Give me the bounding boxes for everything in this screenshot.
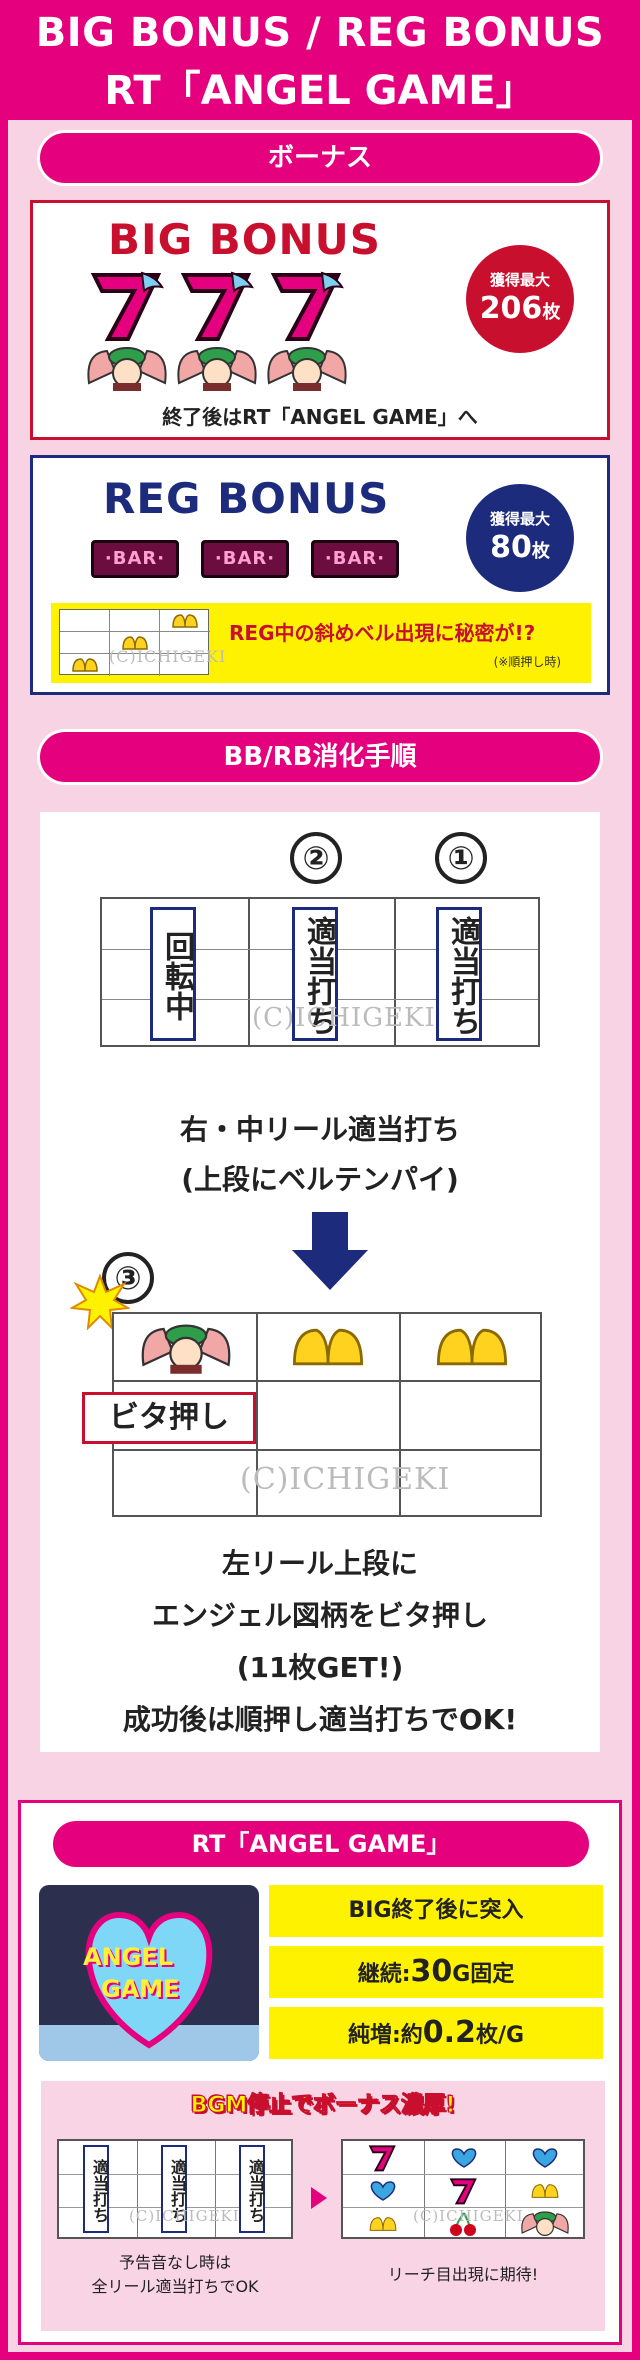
burst-icon xyxy=(70,1274,130,1330)
big-max-payout-badge: 獲得最大 206枚 xyxy=(466,245,574,353)
angel-symbol-icon xyxy=(521,2211,569,2236)
big-bonus-title: BIG BONUS xyxy=(108,215,381,264)
procedure-card: ② ① 回転中 適当打ち 適当打ち (C)ICHIGEKI 右・中リール適当打ち… xyxy=(40,812,600,1752)
bell-icon xyxy=(122,636,148,650)
bell-icon xyxy=(369,2217,397,2231)
seven-symbol-icon xyxy=(449,2178,477,2205)
header-title-line1: BIG BONUS / REG BONUS xyxy=(35,10,605,56)
reg-max-payout-badge: 獲得最大 80枚 xyxy=(466,484,574,592)
big-after-note: 終了後はRT「ANGEL GAME」へ xyxy=(162,405,478,429)
bell-icon xyxy=(531,2184,559,2198)
caption-left-line1: 予告音なし時は xyxy=(118,2253,231,2272)
reel-label: 適当打ち xyxy=(239,2145,265,2233)
cherry-icon xyxy=(450,2212,476,2236)
badge-label: 獲得最大 xyxy=(489,271,550,289)
mini-reel-grid xyxy=(59,609,210,676)
badge-value: 80枚 xyxy=(490,530,550,565)
rt-net-gain-info: 純増:約0.2枚/G xyxy=(269,2007,603,2059)
watermark: (C)ICHIGEKI xyxy=(252,1003,436,1033)
page-header: BIG BONUS / REG BONUS RT「ANGEL GAME」 xyxy=(0,0,640,120)
bita-push-label: ビタ押し xyxy=(82,1392,256,1444)
heart-logo-icon xyxy=(39,1911,259,2061)
step2-instruction-line2: エンジェル図柄をビタ押し xyxy=(151,1599,488,1632)
reel-label: 適当打ち xyxy=(83,2145,109,2233)
caption-left-line2: 全リール適当打ちでOK xyxy=(91,2277,259,2296)
reel-grid-step3: (C)ICHIGEKI xyxy=(112,1312,542,1517)
angel-symbol-icon xyxy=(177,347,257,391)
seven-symbol-icon xyxy=(368,2145,396,2172)
step-number-2: ② xyxy=(290,832,342,884)
rt-reel-grid-right: (C)ICHIGEKI xyxy=(341,2139,585,2239)
step1-instruction: 右・中リール適当打ち xyxy=(179,1113,460,1146)
watermark: (C)ICHIGEKI xyxy=(413,2207,524,2225)
logo-text-game: GAME xyxy=(101,1975,180,2003)
right-reel-label: 適当打ち xyxy=(436,907,482,1041)
blue-heart-icon xyxy=(451,2148,477,2168)
center-reel-label: 適当打ち xyxy=(292,907,338,1041)
reel-grid-step1: 回転中 適当打ち 適当打ち (C)ICHIGEKI xyxy=(100,897,540,1047)
watermark: (C)ICHIGEKI xyxy=(240,1462,451,1497)
bgm-stop-title: BGM停止でボーナス濃厚! xyxy=(190,2093,456,2119)
badge-label: 獲得最大 xyxy=(489,510,550,528)
big-bonus-card: BIG BONUS 獲得最大 206枚 終了後はRT「ANGEL GAME」へ xyxy=(30,200,610,440)
content-frame xyxy=(0,120,640,2360)
angel-symbol-icon xyxy=(87,347,167,391)
caption-right: リーチ目出現に期待! xyxy=(387,2265,539,2284)
section-procedure-heading: BB/RB消化手順 xyxy=(40,732,600,782)
rt-entry-info: BIG終了後に突入 xyxy=(269,1885,603,1937)
bgm-stop-panel: BGM停止でボーナス濃厚! 適当打ち 適当打ち 適当打ち (C)ICHIGEKI xyxy=(41,2081,605,2331)
right-arrow-icon xyxy=(311,2187,327,2209)
section-rt-heading: RT「ANGEL GAME」 xyxy=(53,1821,589,1867)
bell-icon xyxy=(72,658,98,672)
badge-value: 206枚 xyxy=(479,291,561,326)
angel-game-logo: ANGEL GAME xyxy=(39,1885,259,2061)
rt-reel-grid-left: 適当打ち 適当打ち 適当打ち (C)ICHIGEKI xyxy=(57,2139,293,2239)
bell-icon xyxy=(292,1328,364,1366)
bell-icon xyxy=(436,1328,508,1366)
bell-icon xyxy=(172,614,198,628)
step2-instruction-line1: 左リール上段に xyxy=(221,1547,418,1580)
step-number-1: ① xyxy=(435,832,487,884)
section-bonus-heading: ボーナス xyxy=(40,133,600,183)
bar-symbol: ·BAR· xyxy=(201,540,289,578)
reg-hint-banner: (C)ICHIGEKI REG中の斜めベル出現に秘密が!? (※順押し時) xyxy=(51,603,591,683)
bar-symbol: ·BAR· xyxy=(311,540,399,578)
reg-hint-subtext: (※順押し時) xyxy=(493,655,561,669)
logo-text-angel: ANGEL xyxy=(83,1943,174,1971)
seven-symbol-icon xyxy=(180,271,254,341)
header-title-line2: RT「ANGEL GAME」 xyxy=(104,68,536,114)
down-arrow-icon xyxy=(292,1212,368,1290)
step2-instruction-line3: (11枚GET!) xyxy=(236,1651,404,1684)
rt-angel-game-card: RT「ANGEL GAME」 ANGEL GAME BIG終了後に突入 継続:3… xyxy=(18,1800,622,2345)
blue-heart-icon xyxy=(370,2181,396,2201)
step1-note: (上段にベルテンパイ) xyxy=(181,1163,459,1196)
seven-symbol-icon xyxy=(90,271,164,341)
watermark: (C)ICHIGEKI xyxy=(109,647,227,666)
bar-symbol: ·BAR· xyxy=(91,540,179,578)
step2-instruction-line4: 成功後は順押し適当打ちでOK! xyxy=(122,1703,518,1736)
reg-bonus-card: REG BONUS ·BAR· ·BAR· ·BAR· 獲得最大 80枚 (C)… xyxy=(30,455,610,695)
rt-duration-info: 継続:30G固定 xyxy=(269,1946,603,1998)
reg-bonus-title: REG BONUS xyxy=(103,474,390,523)
seven-symbol-icon xyxy=(270,271,344,341)
reg-hint-text: REG中の斜めベル出現に秘密が!? xyxy=(229,621,536,645)
angel-symbol-icon xyxy=(141,1324,231,1374)
angel-symbol-icon xyxy=(267,347,347,391)
blue-heart-icon xyxy=(532,2148,558,2168)
watermark: (C)ICHIGEKI xyxy=(129,2207,240,2225)
left-reel-label: 回転中 xyxy=(150,907,196,1041)
reel-label: 適当打ち xyxy=(161,2145,187,2233)
